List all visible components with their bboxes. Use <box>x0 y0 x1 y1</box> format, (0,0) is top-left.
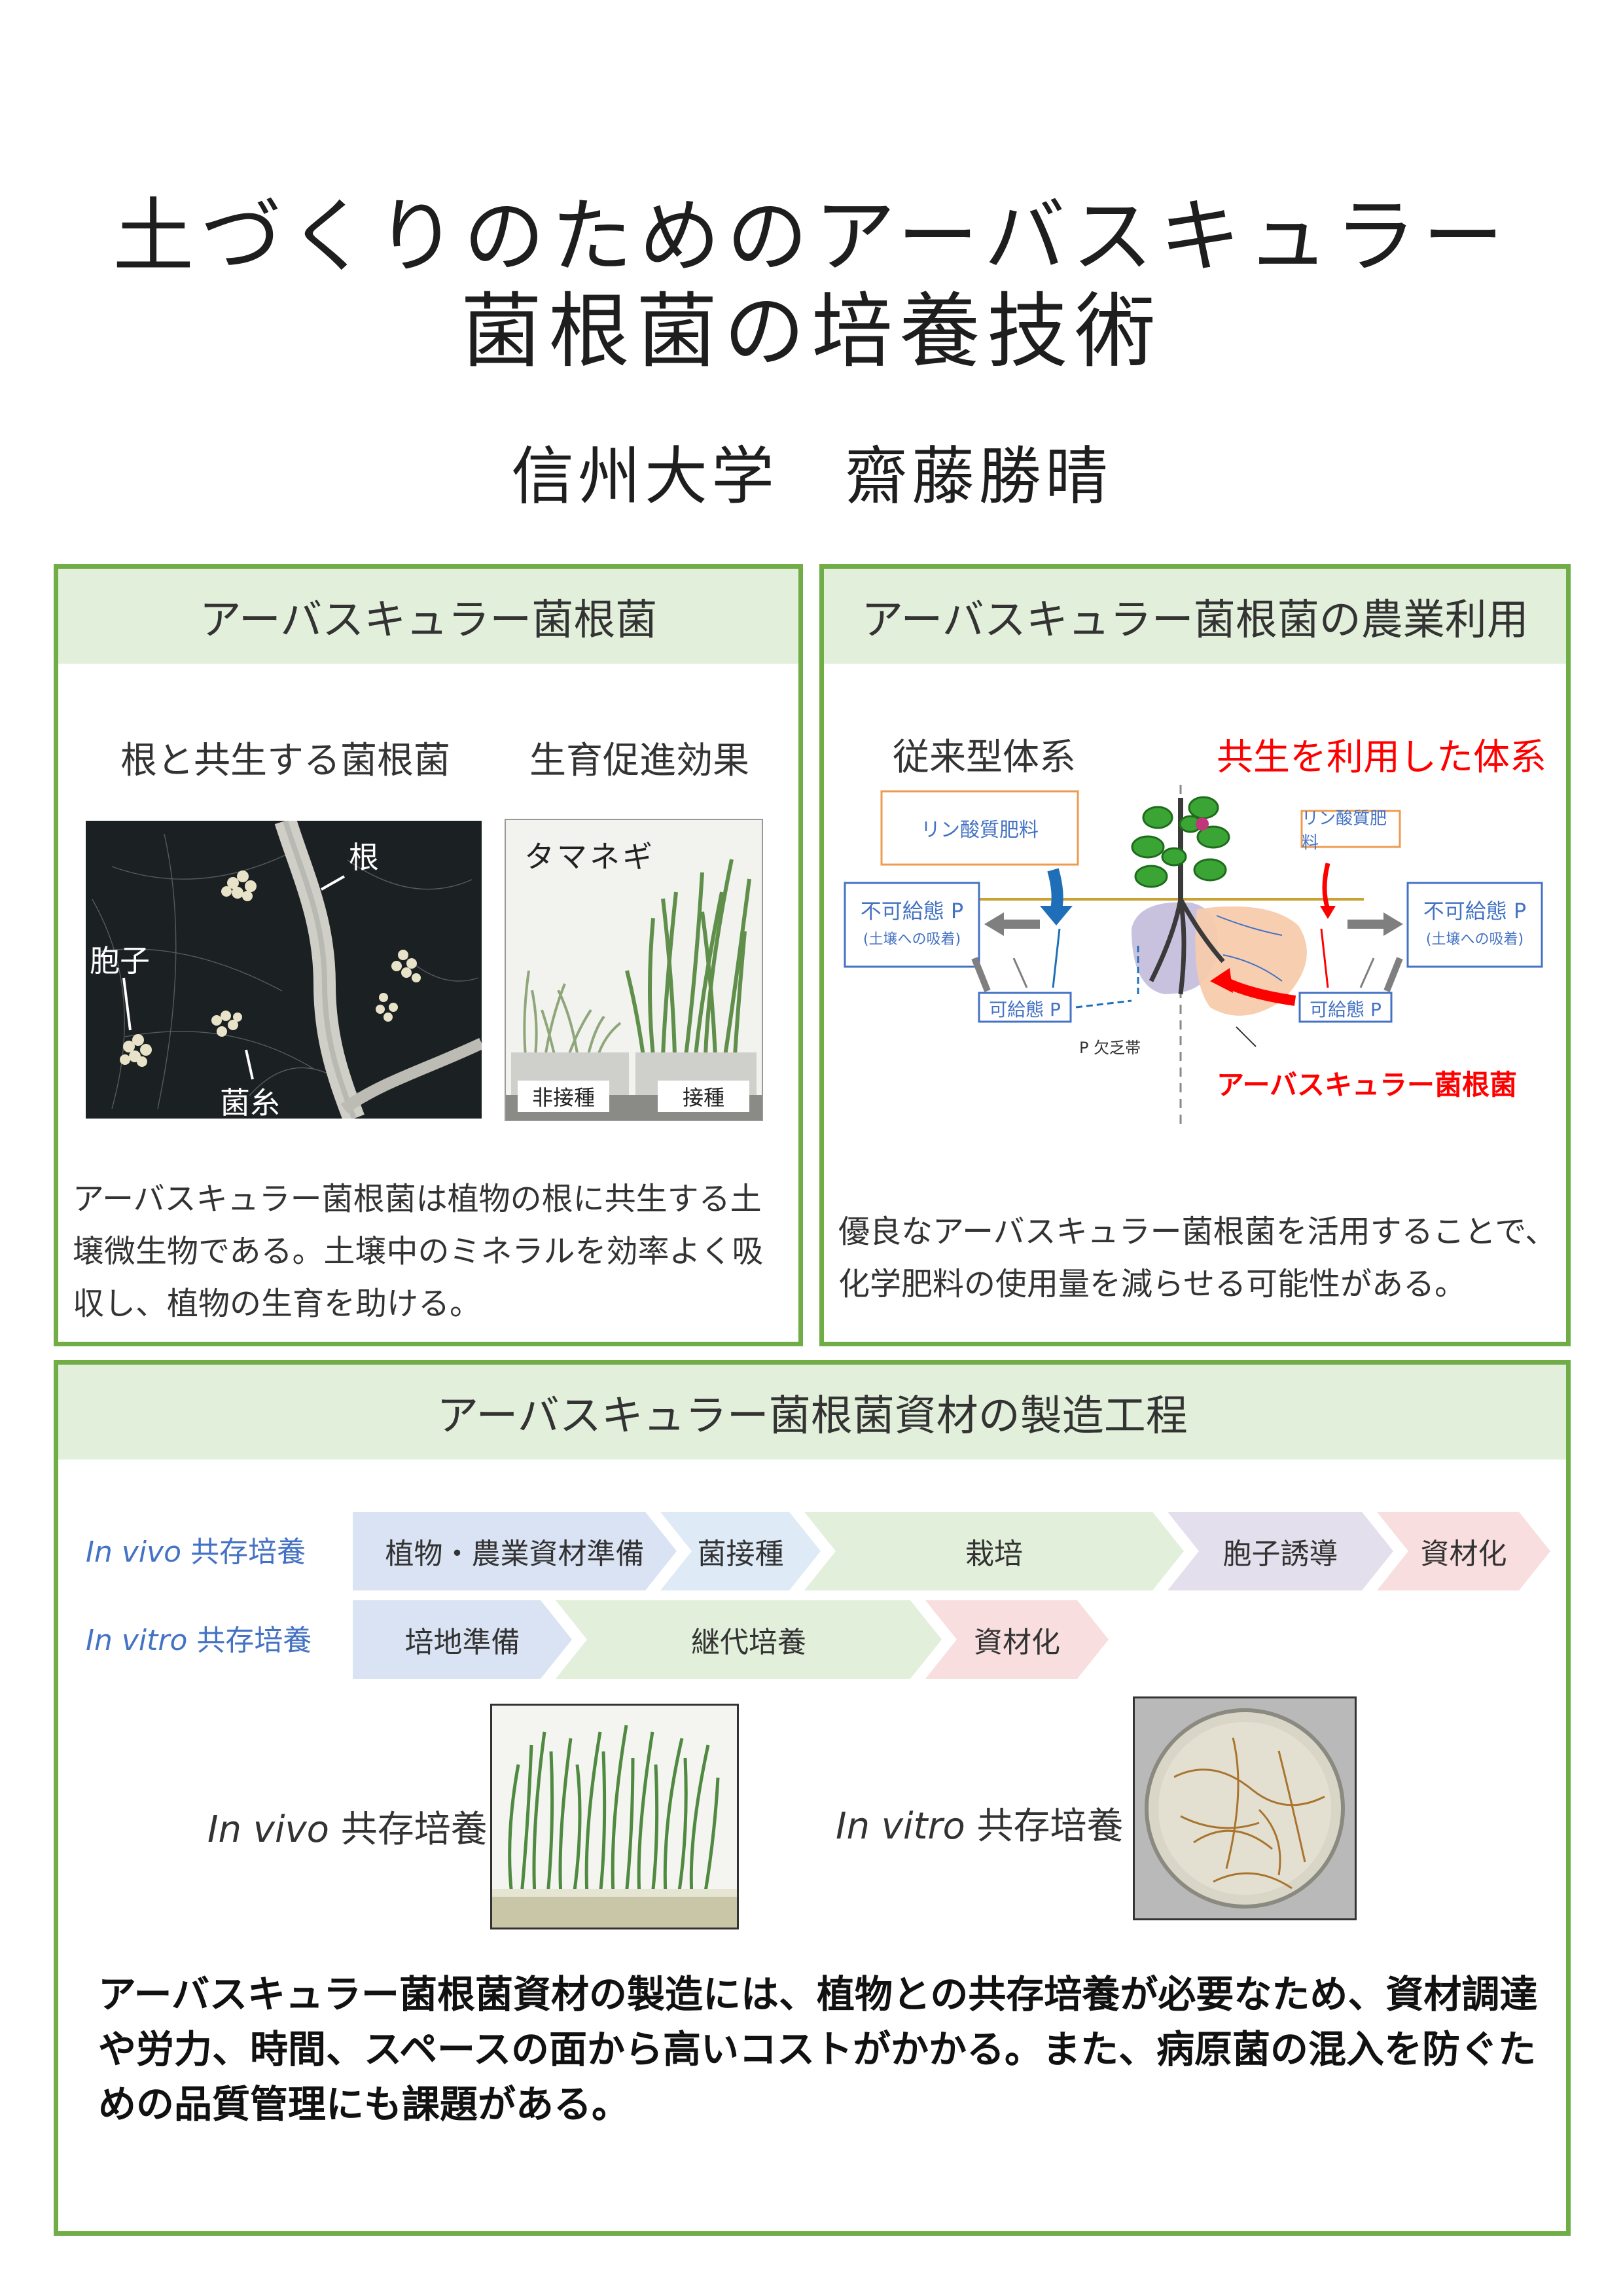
in-vivo-image <box>492 1706 737 1928</box>
unavail-p-right-sub: (土壌への吸着) <box>1425 931 1524 948</box>
label-hypha: 菌糸 <box>220 1085 280 1119</box>
label-non-inoculated: 非接種 <box>518 1081 609 1112</box>
panel-agri-body: 優良なアーバスキュラー菌根菌を活用することで、化学肥料の使用量を減らせる可能性が… <box>838 1213 1557 1302</box>
label-spore: 胞子 <box>90 943 150 978</box>
avail-p-right: 可給態 P <box>1310 999 1382 1020</box>
unavail-p-left-sub: (土壌への吸着) <box>863 931 961 948</box>
step-plant-material-prep: 植物・農業資材準備 <box>353 1512 677 1590</box>
step-formulation-vitro: 資材化 <box>925 1600 1109 1679</box>
conclusion-text: アーバスキュラー菌根菌資材の製造には、植物との共存培養が必要なため、資材調達や労… <box>98 1972 1538 2126</box>
panel-agri-sub-right: 共生を利用した体系 <box>1217 736 1546 779</box>
in-vivo-row-label: In vivo 共存培養 <box>86 1535 306 1569</box>
panel-agri-sub-left: 従来型体系 <box>893 736 1076 779</box>
panel-amf-sub-right: 生育促進効果 <box>529 740 749 782</box>
fertilizer-left: リン酸質肥料 <box>921 819 1039 842</box>
root-spore-photo: 根 胞子 菌糸 <box>86 821 482 1119</box>
author: 信州大学 齋藤勝晴 <box>511 440 1112 513</box>
step-medium-prep: 培地準備 <box>353 1600 572 1679</box>
avail-p-left: 可給態 P <box>989 999 1061 1020</box>
petri-dish-image <box>1135 1698 1355 1918</box>
panel-agri-heading: アーバスキュラー菌根菌の農業利用 <box>824 569 1566 664</box>
unavail-p-right: 不可給態 P <box>1423 899 1527 924</box>
title-line2: 菌根菌の培養技術 <box>460 285 1162 379</box>
fertilizer-right: リン酸質肥料 <box>1302 808 1387 853</box>
panel-production-heading: アーバスキュラー菌根菌資材の製造工程 <box>58 1365 1566 1460</box>
step-inoculation: 菌接種 <box>660 1512 821 1590</box>
p-depletion-zone: P 欠乏帯 <box>1079 1039 1141 1057</box>
in-vitro-row-label: In vitro 共存培養 <box>86 1624 312 1657</box>
in-vivo-caption: In vivo 共存培養 <box>207 1808 488 1851</box>
amf-label: アーバスキュラー菌根菌 <box>1217 1069 1518 1101</box>
panel-amf-body: アーバスキュラー菌根菌は植物の根に共生する土壌微生物である。土壌中のミネラルを効… <box>73 1181 764 1322</box>
step-cultivation: 栽培 <box>804 1512 1184 1590</box>
in-vitro-caption: In vitro 共存培養 <box>836 1805 1124 1848</box>
panel-amf: アーバスキュラー菌根菌 根と共生する菌根菌 生育促進効果 <box>54 564 803 1346</box>
step-subculture: 継代培養 <box>556 1600 942 1679</box>
label-inoculated: 接種 <box>658 1081 749 1112</box>
panel-amf-sub-left: 根と共生する菌根菌 <box>120 740 450 782</box>
panel-agri: アーバスキュラー菌根菌の農業利用 従来型体系 共生を利用した体系 <box>819 564 1571 1346</box>
label-onion: タマネギ <box>524 839 655 874</box>
step-formulation-vivo: 資材化 <box>1377 1512 1550 1590</box>
unavail-p-left: 不可給態 P <box>860 899 964 924</box>
root-spore-image <box>86 821 482 1119</box>
phosphorus-diagram <box>844 785 1543 1125</box>
panel-production: アーバスキュラー菌根菌資材の製造工程 In vivo 共存培養 植物・農業資材準… <box>54 1360 1571 2236</box>
onion-photo: タマネギ 非接種 接種 <box>505 819 763 1121</box>
title-line1: 土づくりのためのアーバスキュラー <box>113 190 1510 284</box>
step-spore-induction: 胞子誘導 <box>1168 1512 1393 1590</box>
in-vitro-photo <box>1133 1696 1357 1920</box>
label-root: 根 <box>349 840 379 875</box>
in-vivo-photo <box>490 1704 739 1929</box>
panel-amf-heading: アーバスキュラー菌根菌 <box>58 569 798 664</box>
